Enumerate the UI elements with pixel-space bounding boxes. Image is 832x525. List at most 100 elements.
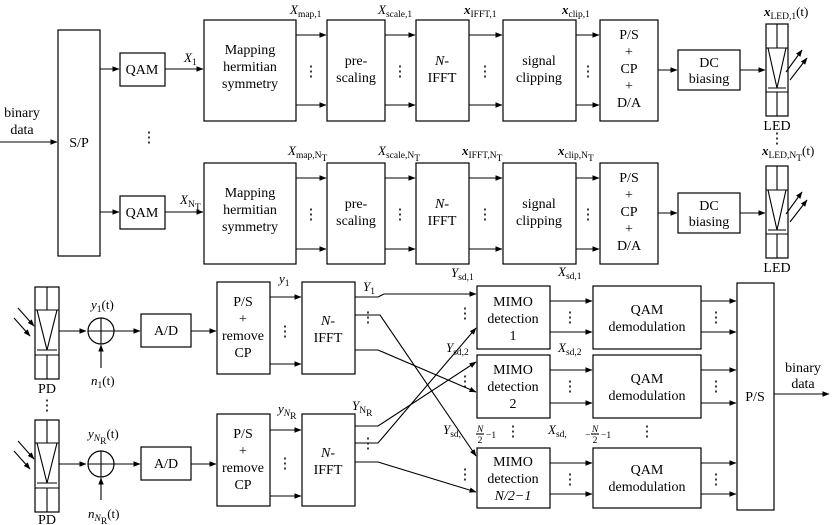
fft-block-nr [301, 413, 356, 507]
ps-rx-block-1 [216, 281, 271, 375]
mapping-label-1b: hermitian [223, 60, 277, 75]
tx-chain-nt: QAM XNT Mapping hermitian symmetry ⋮ Xma… [119, 143, 814, 276]
ad-label-1: A/D [154, 324, 178, 339]
ellipsis-ifft-nt: ⋮ [478, 207, 493, 223]
xsdn-fraction: − N 2 −1 [585, 425, 611, 446]
ellipsis-clip-nt: ⋮ [581, 207, 596, 223]
ps-rx-nr-l2: + [239, 444, 247, 459]
mimo-detectors: MIMO detection 1 ⋮ Ysd,1 MIMO detection … [443, 265, 551, 509]
clipping-block-nt [502, 162, 577, 265]
mimo-block-3 [476, 447, 551, 509]
xclipnt-label: xclip,NT [557, 143, 594, 164]
pd-label-1: PD [38, 382, 56, 397]
led-label-1: LED [763, 119, 790, 134]
ellipsis-scale-1: ⋮ [393, 64, 408, 80]
ps-tx-1-l3: CP [620, 62, 637, 77]
xmapnt-label: Xmap,NT [287, 143, 328, 164]
ps-tx-block-1 [599, 19, 659, 122]
ellipsis-scale-nt: ⋮ [393, 207, 408, 223]
prescaling-label-ntb: scaling [336, 214, 376, 229]
qam-demod-block-3 [592, 447, 702, 509]
ifft-label-1a: N- [434, 54, 449, 69]
mapping-label-ntc: symmetry [222, 220, 278, 235]
ps-tx-1-l5: D/A [617, 96, 642, 111]
qam-demod-1-l2: demodulation [609, 320, 686, 335]
sp-ellipsis: ⋮ [142, 130, 157, 146]
ysdn-fraction: N 2 −1 [476, 425, 497, 446]
ellipsis-mimo-mid: ⋮ [506, 424, 521, 440]
ps-tx-nt-l5: D/A [617, 239, 642, 254]
ellipsis-psrx-1: ⋮ [278, 324, 293, 340]
fft-to-mimo-connections [355, 291, 477, 493]
ps-output-block [736, 282, 775, 511]
fft-label-1a: N- [320, 314, 335, 329]
ellipsis-mimo-in-3: ⋮ [458, 467, 473, 483]
ynr-label: yNR [276, 401, 297, 422]
rx-chain-nr: PD nNR(t) yNR(t) A/D P/S + remove CP ⋮ y… [13, 398, 376, 525]
clipping-label-nta: signal [522, 197, 556, 212]
ps-rx-nr-l3: remove [222, 461, 264, 476]
xmap1-label: Xmap,1 [289, 2, 322, 20]
dc-label-nta: DC [699, 199, 718, 214]
ps-rx-1-l2: + [239, 312, 247, 327]
fft-block-1 [301, 281, 356, 375]
pd-ellipsis: ⋮ [40, 398, 55, 414]
clipping-block-1 [502, 19, 577, 122]
ysd2-label: Ysd,2 [446, 340, 469, 358]
ps-tx-1-l1: P/S [619, 28, 638, 43]
output-binary-label: binary [785, 361, 821, 376]
mapping-block-1 [203, 19, 297, 122]
nnrt-label: nNR(t) [88, 506, 119, 525]
xclip1-label: xclip,1 [561, 2, 590, 20]
svg-text:2: 2 [478, 436, 483, 446]
transmitter-section: binary data S/P ⋮ QAM X1 Mapping hermiti… [0, 2, 814, 276]
ps-rx-nr-l4: CP [234, 478, 251, 493]
ps-tx-nt-l4: + [625, 222, 633, 237]
qam-demod-3-l2: demodulation [609, 480, 686, 495]
photodiode-icon-1 [13, 286, 60, 380]
clipping-label-ntb: clipping [516, 214, 562, 229]
prescaling-label-1b: scaling [336, 71, 376, 86]
xnt-label: XNT [179, 192, 201, 213]
ellipsis-demod-mid: ⋮ [640, 424, 655, 440]
qam-block-nt [119, 195, 166, 230]
qam-demodulators: QAM demodulation QAM demodulation ⋮ QAM … [592, 285, 702, 509]
fft-label-nra: N- [320, 446, 335, 461]
mimo-to-demod-connections: ⋮ Xsd,1 ⋮ Xsd,2 ⋮ Xsd, − N 2 −1 [547, 264, 611, 497]
xled1-label: xLED,1(t) [763, 4, 808, 22]
fft-label-1b: IFFT [314, 331, 343, 346]
dc-block-nt [677, 192, 741, 234]
ad-label-nr: A/D [154, 457, 178, 472]
YNR-label: YNR [352, 398, 373, 419]
mimo-2-l3: 2 [510, 397, 517, 412]
ellipsis-mimo-in-2: ⋮ [458, 374, 473, 390]
pd-label-nr: PD [38, 513, 56, 525]
ps-tx-nt-l1: P/S [619, 171, 638, 186]
photodiode-icon-nr [13, 419, 60, 513]
Y1-label: Y1 [363, 279, 375, 297]
xscale1-label: Xscale,1 [377, 2, 412, 20]
mapping-block-nt [203, 162, 297, 265]
receiver-section: PD n1(t) y1(t) A/D P/S + remove CP ⋮ y1 [13, 264, 830, 525]
ps-tx-nt-l2: + [625, 188, 633, 203]
led-label-nt: LED [763, 261, 790, 276]
xsd2-label: Xsd,2 [557, 340, 582, 358]
tx-chain-1: QAM X1 Mapping hermitian symmetry ⋮ Xmap… [119, 2, 808, 147]
ellipsis-psrx-nr: ⋮ [278, 456, 293, 472]
svg-text:⋮: ⋮ [563, 310, 578, 326]
ellipsis-mimo-in-1: ⋮ [458, 306, 473, 322]
ps-tx-1-l2: + [625, 45, 633, 60]
svg-text:⋮: ⋮ [709, 379, 724, 395]
ps-output-label: P/S [745, 390, 764, 405]
rx-chain-1: PD n1(t) y1(t) A/D P/S + remove CP ⋮ y1 [13, 271, 376, 397]
clipping-label-1b: clipping [516, 71, 562, 86]
xscalent-label: Xscale,NT [377, 143, 420, 164]
y1-label: y1 [277, 271, 290, 289]
svg-text:⋮: ⋮ [563, 472, 578, 488]
dc-label-ntb: biasing [689, 215, 729, 230]
dc-label-1a: DC [699, 56, 718, 71]
mimo-1-l3: 1 [510, 329, 517, 344]
ellipsis-fft-nr: ⋮ [361, 436, 376, 452]
ifft-block-nt [415, 162, 470, 265]
